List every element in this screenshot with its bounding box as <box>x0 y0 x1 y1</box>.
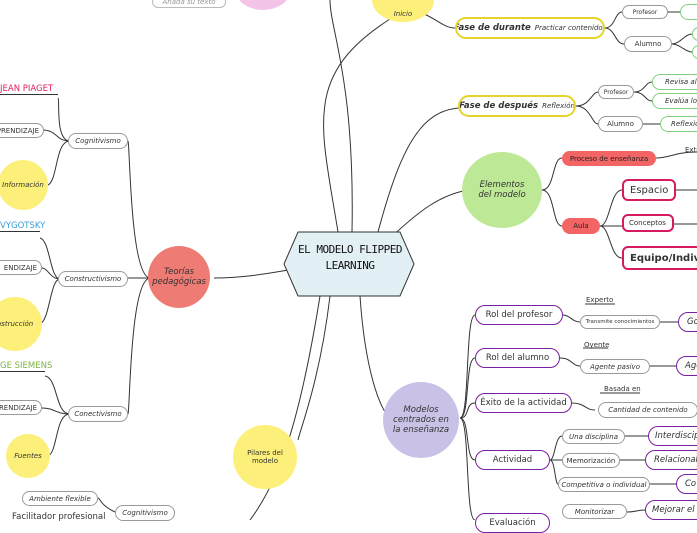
rol-profesor-pill[interactable]: Rol del profesor <box>475 305 563 325</box>
modelos-node[interactable]: Modelos centrados en la enseñanza <box>383 382 459 458</box>
central-title: EL MODELO FLIPPED LEARNING <box>297 243 403 272</box>
profesor-pill-2[interactable]: Profesor <box>598 85 634 99</box>
extra-label: Extr <box>685 146 697 154</box>
transmite-pill[interactable]: Transmite conocimientos <box>580 315 660 329</box>
aula-pill[interactable]: Aula <box>562 218 600 234</box>
teorias-node[interactable]: Teorías pedagógicas <box>148 246 210 308</box>
alumno-pill-1[interactable]: Alumno <box>624 36 672 52</box>
agente-pasivo-pill[interactable]: Agente pasivo <box>580 359 650 374</box>
experto-label: Experto <box>586 296 614 304</box>
cognitivismo-pill-2[interactable]: Cognitivismo <box>115 505 175 521</box>
cantidad-pill[interactable]: Cantidad de contenido <box>598 402 697 418</box>
jean-piaget-label: JEAN PIAGET <box>0 84 58 95</box>
inicio-label: Inicio <box>393 10 413 18</box>
go-pill[interactable]: Go <box>678 312 697 332</box>
constructivismo-pill[interactable]: Constructivismo <box>58 271 128 287</box>
conectivismo-pill[interactable]: Conectivismo <box>68 406 128 422</box>
ambiente-flexible-pill[interactable]: Ambiente flexible <box>22 491 98 506</box>
pilares-node[interactable]: Pilares del modelo <box>233 425 297 489</box>
reflexion-label: Reflexión <box>542 102 575 110</box>
mind-map-connectors <box>39 0 697 520</box>
actividad-pill[interactable]: Actividad <box>475 450 550 470</box>
evaluacion-pill[interactable]: Evaluación <box>475 513 550 533</box>
profesor-pill-1[interactable]: Profesor <box>622 5 668 19</box>
anade-texto-pill[interactable]: Añada su texto <box>152 0 226 8</box>
fase-despues-pill[interactable]: Fase de después Reflexión <box>458 95 576 117</box>
evalua-pill[interactable]: Evalúa los <box>652 93 697 109</box>
cognitivismo-pill[interactable]: Cognitivismo <box>68 133 128 149</box>
monitorizar-pill[interactable]: Monitorizar <box>562 504 627 519</box>
facilitador-label: Facilitador profesional <box>12 512 106 522</box>
competitiva-pill[interactable]: Competitiva o individual <box>558 477 650 492</box>
age-pill[interactable]: Age <box>676 356 697 376</box>
memorizacion-pill[interactable]: Memorización <box>562 453 620 468</box>
aprendizaje-pill-1[interactable]: PRENDIZAJE <box>0 123 44 138</box>
alumno-pill-2[interactable]: Alumno <box>598 116 643 132</box>
reflexion-pill[interactable]: Reflexion <box>660 116 697 132</box>
espacio-pill[interactable]: Espacio <box>622 179 676 201</box>
rol-alumno-pill[interactable]: Rol del alumno <box>475 348 560 368</box>
fase-despues-label: Fase de después <box>459 101 539 111</box>
fase-durante-label: Fase de durante <box>455 23 531 33</box>
aprendizaje-pill-2[interactable]: ENDIZAJE <box>0 260 42 275</box>
conceptos-pill[interactable]: Conceptos <box>622 214 674 232</box>
equipo-pill[interactable]: Equipo/Indivi <box>622 246 697 270</box>
inicio-node[interactable]: Inicio <box>372 0 434 22</box>
interdisciplina-pill[interactable]: Interdisciplin <box>648 426 697 446</box>
fase-durante-pill[interactable]: Fase de durante Practicar contenidos <box>455 17 605 39</box>
vygotsky-label: VYGOTSKY <box>0 221 46 232</box>
proceso-pill[interactable]: Proceso de enseñanza <box>562 151 656 166</box>
pink-node[interactable] <box>236 0 290 10</box>
relacional-pill[interactable]: Relacional <box>645 450 697 470</box>
oyente-label: Oyente <box>584 341 610 349</box>
basada-label: Basada en <box>604 385 641 393</box>
co-pill[interactable]: Co <box>676 474 697 494</box>
mejorar-pill[interactable]: Mejorar el a <box>645 500 697 520</box>
fuentes-node[interactable]: Fuentes <box>6 434 50 478</box>
central-node-shape <box>283 231 415 297</box>
exito-pill[interactable]: Éxito de la actividad <box>475 393 572 413</box>
revisa-pill[interactable]: Revisa al p <box>652 74 697 90</box>
informacion-node[interactable]: Información <box>0 160 48 210</box>
siemens-label: GE SIEMENS <box>0 361 53 372</box>
practicar-label: Practicar contenidos <box>534 24 605 32</box>
construccion-node[interactable]: nstrucción <box>0 297 42 351</box>
green-pill-1[interactable] <box>680 4 697 20</box>
elementos-node[interactable]: Elementos del modelo <box>462 152 542 228</box>
aprendizaje-pill-3[interactable]: PRENDIZAJE <box>0 400 42 415</box>
una-disciplina-pill[interactable]: Una disciplina <box>562 429 625 444</box>
